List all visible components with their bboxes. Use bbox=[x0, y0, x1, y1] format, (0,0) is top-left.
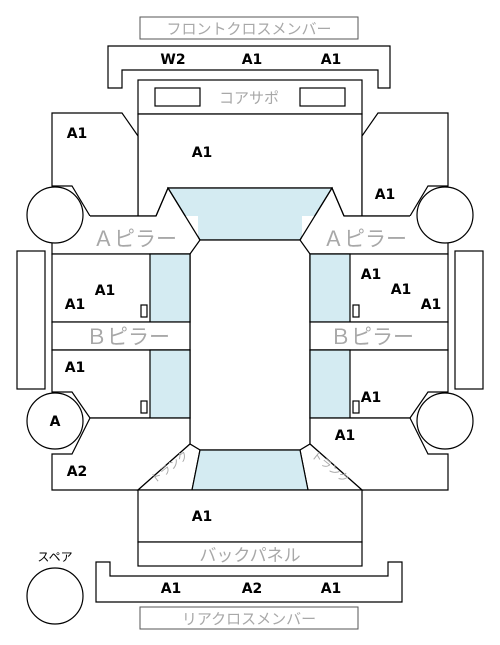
spare-label: スペア bbox=[37, 550, 72, 564]
rear-cross-member[interactable] bbox=[95, 561, 403, 603]
rear-right-window[interactable] bbox=[309, 349, 351, 419]
rear-right-quarter[interactable] bbox=[309, 417, 449, 491]
grade-front-right-door-a: A1 bbox=[361, 267, 382, 283]
front-cross-member-label: フロントクロスメンバー bbox=[166, 20, 331, 38]
grade-front-cross-1: W2 bbox=[160, 52, 185, 68]
front-left-handle bbox=[140, 304, 148, 318]
grade-front-cross-3: A1 bbox=[321, 52, 342, 68]
front-left-window[interactable] bbox=[149, 253, 191, 323]
rear-right-handle bbox=[352, 400, 360, 414]
rear-left-wheel[interactable] bbox=[26, 392, 84, 450]
grade-front-right-door-b: A1 bbox=[391, 282, 412, 298]
front-right-handle bbox=[352, 304, 360, 318]
rear-right-wheel[interactable] bbox=[416, 392, 474, 450]
grade-hood: A1 bbox=[192, 145, 213, 161]
rear-window[interactable] bbox=[191, 449, 309, 491]
b-pillar-left[interactable] bbox=[51, 321, 191, 351]
front-left-wheel[interactable] bbox=[26, 186, 84, 244]
a-pillar-left-label: Ａピラー bbox=[93, 227, 177, 251]
b-pillar-left-label: Ｂピラー bbox=[86, 325, 170, 349]
grade-rear-cross-2: A2 bbox=[242, 581, 263, 597]
grade-rear-right-door: A1 bbox=[361, 390, 382, 406]
grade-rear-cross-1: A1 bbox=[161, 581, 182, 597]
grade-front-right-fender: A1 bbox=[375, 187, 396, 203]
front-right-fender[interactable] bbox=[361, 112, 449, 217]
trunk-lid[interactable] bbox=[137, 489, 363, 543]
rear-left-quarter[interactable] bbox=[51, 417, 191, 491]
left-side-sill[interactable] bbox=[16, 250, 46, 390]
headlight-right bbox=[299, 87, 346, 107]
back-panel-label: バックパネル bbox=[199, 546, 300, 566]
grade-rear-right-quarter: A1 bbox=[335, 428, 356, 444]
core-support-label: コアサポ bbox=[219, 89, 279, 107]
grade-rear-left-quarter: A2 bbox=[67, 464, 88, 480]
grade-trunk-lid: A1 bbox=[192, 509, 213, 525]
headlight-left bbox=[154, 87, 201, 107]
grade-front-right-door-c: A1 bbox=[421, 297, 442, 313]
back-panel[interactable] bbox=[137, 541, 363, 567]
front-cross-member[interactable] bbox=[107, 45, 391, 89]
grade-rear-left-wheel: A bbox=[50, 414, 61, 430]
roof[interactable] bbox=[189, 239, 311, 451]
rear-cross-member-box bbox=[139, 606, 359, 630]
a-pillar-right-label: Ａピラー bbox=[323, 227, 407, 251]
rear-left-handle bbox=[140, 400, 148, 414]
front-right-window[interactable] bbox=[309, 253, 351, 323]
grade-front-left-door-a: A1 bbox=[95, 283, 116, 299]
grade-front-left-fender: A1 bbox=[67, 126, 88, 142]
b-pillar-right-label: Ｂピラー bbox=[330, 325, 414, 349]
spare-tire[interactable] bbox=[26, 567, 84, 625]
front-cross-member-box bbox=[139, 16, 359, 40]
grade-rear-left-door: A1 bbox=[65, 360, 86, 376]
rear-left-window[interactable] bbox=[149, 349, 191, 419]
grade-front-cross-2: A1 bbox=[242, 52, 263, 68]
grade-front-left-door-b: A1 bbox=[65, 297, 86, 313]
right-side-sill[interactable] bbox=[454, 250, 484, 390]
rear-cross-member-label: リアクロスメンバー bbox=[182, 610, 316, 628]
front-right-wheel[interactable] bbox=[416, 186, 474, 244]
b-pillar-right[interactable] bbox=[309, 321, 449, 351]
grade-rear-cross-3: A1 bbox=[321, 581, 342, 597]
